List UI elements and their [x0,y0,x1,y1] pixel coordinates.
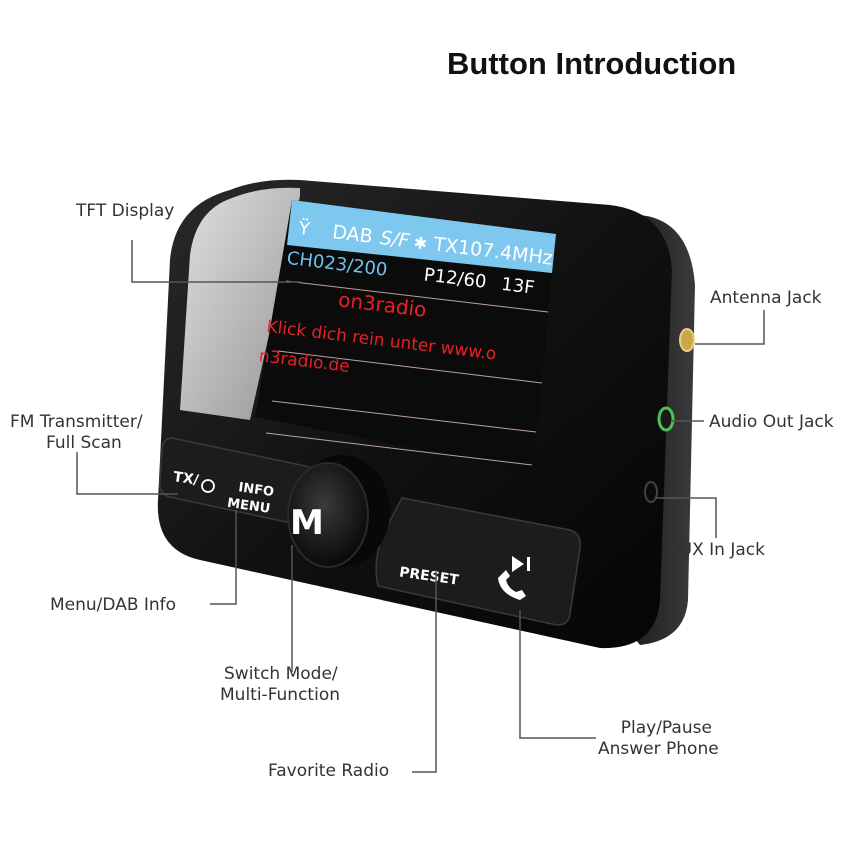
menu-button-label: MENU [226,496,271,517]
callout-tft-display: TFT Display [76,201,175,221]
callout-switch-mode: Switch Mode/ Multi-Function [220,664,340,705]
leader-menu-dab-info [210,510,237,605]
tx-button-label: TX/ [172,469,200,489]
info-button-label: INFO [237,480,274,500]
knob-label: M [290,503,324,543]
screen-signal-icon: Ÿ [296,218,311,240]
callout-audio-out-jack: Audio Out Jack [709,412,834,432]
leader-lines [76,240,765,773]
title-area: Button Introduction [0,0,850,100]
screen-slot: 13F [500,274,536,299]
callout-play-pause: Play/Pause Answer Phone [598,718,719,759]
callout-antenna-jack: Antenna Jack [710,288,822,308]
right-button-panel [375,497,582,626]
tft-screen: Ÿ DAB S/F ✱ TX107.4MHz CH023/200 P12/60 … [255,200,556,471]
leader-aux-in-jack [656,497,717,538]
antenna-jack [679,328,695,352]
leader-fm-transmitter [76,452,178,495]
diagram-title: Button Introduction [447,46,737,81]
leader-tft-display [131,240,300,283]
callout-favorite-radio: Favorite Radio [268,761,390,781]
aux-in-jack [644,481,658,503]
scan-icon [201,479,215,493]
leader-favorite-radio [412,570,437,773]
play-pause-phone-icon [498,556,530,600]
screen-sf: S/F [379,227,412,253]
callout-fm-transmitter: FM Transmitter/ Full Scan [10,412,143,453]
bluetooth-icon: ✱ [413,233,429,253]
leader-antenna-jack [695,310,765,345]
screen-mode: DAB [331,221,374,248]
device-bezel-gloss [180,187,300,420]
audio-out-jack [657,406,675,432]
mode-knob [287,455,390,568]
callout-menu-dab-info: Menu/DAB Info [50,595,177,615]
callout-aux-in-jack: AUX In Jack [668,540,765,560]
leader-play-pause [519,610,596,739]
